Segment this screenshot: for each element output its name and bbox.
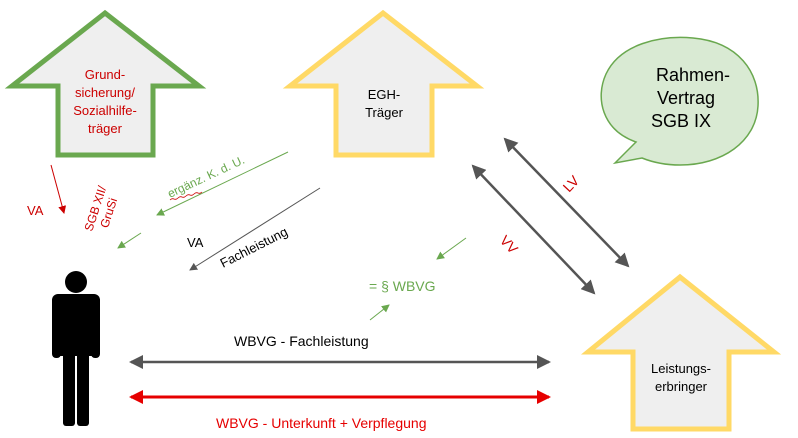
arrow-ergaenz-kdu [156, 151, 289, 216]
label-fachleistung: Fachleistung [218, 224, 290, 271]
house-leistungserbringer-label-2: erbringer [655, 379, 708, 394]
house-egh-label-1: EGH- [368, 87, 401, 102]
house-egh: EGH- Träger [282, 9, 485, 158]
label-wbvg-paragraph: = § WBVG [369, 278, 436, 294]
label-sgb-xii: SGB XII/ GruSi [82, 181, 124, 237]
arrow-va-red [50, 164, 67, 214]
label-ergaenz-kdu: ergänz. K. d. U. [165, 153, 246, 201]
house-grundsicherung-label-4: träger [88, 121, 123, 136]
bubble-label-3: SGB IX [651, 111, 711, 131]
house-grundsicherung-label-1: Grund- [85, 67, 125, 82]
arrow-ergaenz-short [117, 232, 142, 249]
label-lv: LV [559, 172, 582, 195]
house-egh-label-2: Träger [365, 105, 403, 120]
arrow-lv [503, 137, 630, 268]
bubble-label-1: Rahmen- [656, 65, 730, 85]
bubble-label-2: Vertrag [657, 88, 715, 108]
arrow-wbvg-upper [436, 237, 467, 260]
house-leistungserbringer-label-1: Leistungs- [651, 361, 711, 376]
label-wbvg-unterkunft: WBVG - Unterkunft + Verpflegung [216, 415, 427, 431]
person-icon [52, 271, 100, 426]
house-grundsicherung-label-2: sicherung/ [75, 85, 135, 100]
house-grundsicherung: Grund- sicherung/ Sozialhilfe- träger [4, 9, 207, 158]
label-va-red: VA [27, 203, 44, 218]
arrow-vv [471, 164, 596, 295]
arrow-wbvg-lower [369, 304, 390, 321]
spellcheck-underline [169, 191, 203, 201]
label-wbvg-fachleistung: WBVG - Fachleistung [234, 333, 369, 349]
arrow-va-fachleistung [189, 187, 321, 271]
house-leistungserbringer: Leistungs- erbringer [580, 273, 782, 432]
label-vv: VV [497, 232, 522, 257]
label-va-black: VA [187, 235, 204, 250]
house-grundsicherung-label-3: Sozialhilfe- [73, 103, 137, 118]
speech-bubble-rahmenvertrag: Rahmen- Vertrag SGB IX [600, 36, 759, 166]
